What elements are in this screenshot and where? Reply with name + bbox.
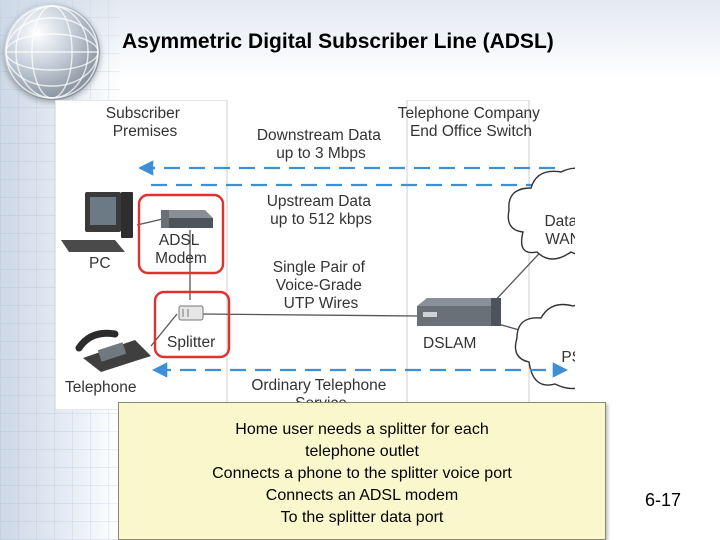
dslam-icon (417, 298, 501, 326)
end-office-label: Telephone Company End Office Switch (398, 105, 545, 140)
upstream-label: Upstream Data up to 512 kbps (267, 193, 376, 228)
dslam-label: DSLAM (423, 335, 476, 352)
slide-title: Asymmetric Digital Subscriber Line (ADSL… (122, 30, 554, 53)
note-callout: Home user needs a splitter for each tele… (118, 402, 606, 540)
note-line: telephone outlet (305, 443, 419, 460)
adsl-modem-highlight (137, 193, 225, 275)
note-line: Home user needs a splitter for each (235, 421, 489, 438)
adsl-diagram: Subscriber Premises Telephone Company En… (55, 100, 575, 410)
pc-label: PC (89, 255, 111, 272)
note-line: Connects an ADSL modem (265, 487, 459, 504)
data-wan-cloud (507, 167, 575, 260)
end-office-zone (406, 100, 530, 410)
adsl-modem-icon (161, 210, 213, 228)
splitter-icon (178, 305, 204, 321)
globe-icon (4, 4, 100, 100)
note-text: Home user needs a splitter for each tele… (119, 419, 605, 529)
slide-number: 6-17 (645, 490, 682, 510)
data-wan-label: Data WAN (544, 213, 575, 248)
pstn-label: PSTN (561, 349, 575, 366)
slide-background-header (0, 0, 720, 80)
adsl-modem-label: ADSL Modem (155, 232, 207, 267)
note-line: To the splitter data port (280, 509, 444, 526)
pc-icon (61, 192, 133, 252)
splitter-highlight (153, 290, 231, 359)
note-line: Connects a phone to the splitter voice p… (212, 465, 512, 482)
telephone-icon (75, 329, 151, 372)
telephone-label: Telephone (65, 379, 137, 396)
wires-label: Single Pair of Voice-Grade UTP Wires (273, 259, 370, 312)
downstream-label: Downstream Data up to 3 Mbps (257, 127, 385, 162)
subscriber-premises-label: Subscriber Premises (106, 105, 184, 140)
splitter-label: Splitter (167, 334, 215, 351)
utp-wire (202, 313, 418, 317)
